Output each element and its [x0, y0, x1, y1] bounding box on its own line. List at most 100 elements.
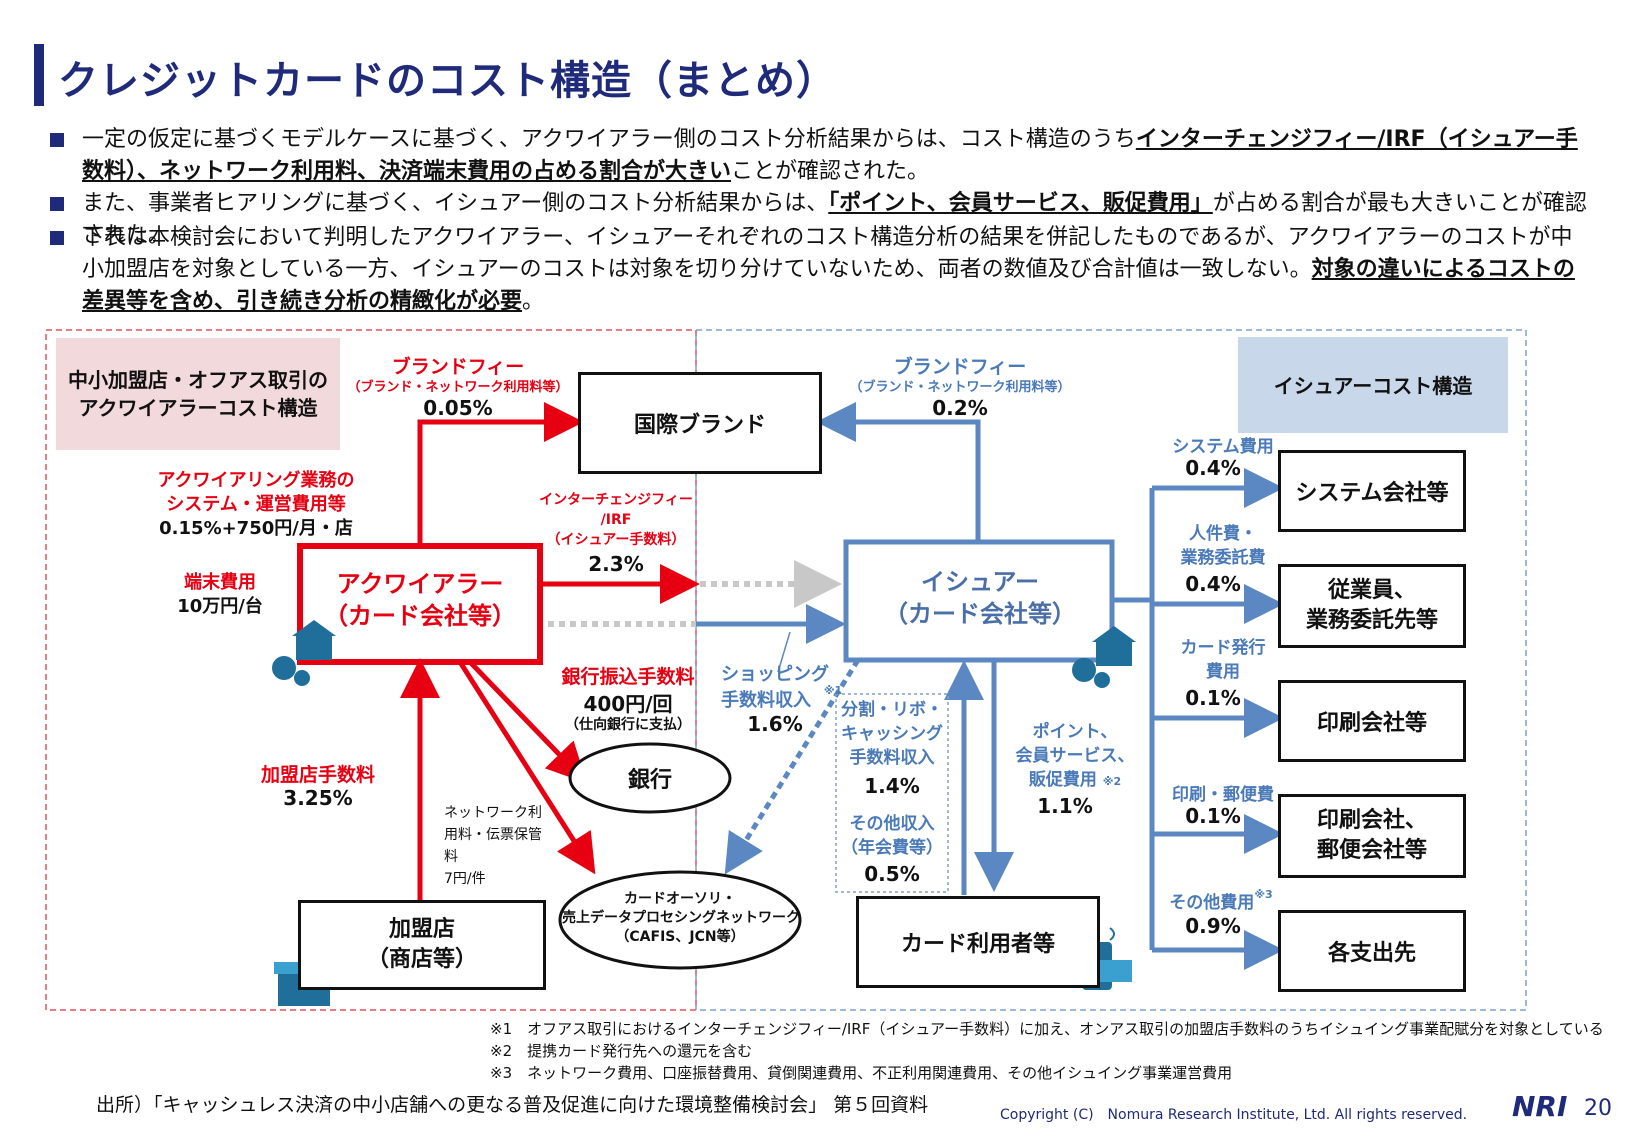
other-income-line2: （年会費等） [841, 838, 943, 858]
brand-fee-right-sub: （ブランド・ネットワーク利用料等） [849, 380, 1071, 395]
issuer-panel [695, 329, 1527, 1011]
card-issue-value: 0.1% [1185, 686, 1241, 710]
brand-fee-right-label: ブランドフィー [893, 356, 1027, 378]
bullet-3-tail: 。 [522, 289, 545, 314]
bullet-1-emphasis: インターチェンジフィー/IRF（イシュアー手数料）、ネットワーク利用料、決済端末… [82, 127, 1578, 184]
printer-box: 印刷会社等 [1278, 680, 1466, 762]
acquirer-box [297, 543, 543, 665]
network-line1: カードオーソリ・ [624, 891, 736, 907]
network-ellipse [558, 870, 802, 970]
print-post-label: 印刷・郵便費 [1172, 785, 1274, 805]
merchant-name: 加盟店 [388, 917, 455, 942]
bank-fee-note: （仕向銀行に支払） [565, 717, 691, 733]
system-cost-value: 0.4% [1185, 456, 1241, 480]
shopping-value: 1.6% [747, 712, 803, 736]
cardholder-box: カード利用者等 [856, 896, 1100, 988]
card-issue-label: カード発行 費用 [1158, 636, 1288, 684]
brand-fee-right-value: 0.2% [932, 396, 988, 420]
footnote-1: ※1 オフアス取引におけるインターチェンジフィー/IRF（イシュアー手数料）に加… [490, 1020, 1604, 1038]
issuer-label: イシュアー （カード会社等） [850, 566, 1110, 630]
bullet-1-tail: ことが確認された。 [731, 159, 930, 184]
other-cost-note: ※3 [1254, 888, 1273, 901]
labor-line1: 人件費・ [1189, 524, 1257, 544]
bank-ellipse [568, 742, 732, 814]
bullet-square-icon [50, 231, 64, 245]
network-fee-arrow [457, 660, 596, 875]
shopping-leader [777, 631, 791, 673]
bullet-3-emphasis: 対象の違いによるコストの差異等を含め、引き続き分析の精緻化が必要 [82, 257, 1575, 314]
network-fee-label: ネットワーク利 用料・伝票保管 料 7円/件 [444, 802, 574, 890]
brand-fee-left-label: ブランドフィー [391, 356, 525, 378]
bullet-1: 一定の仮定に基づくモデルケースに基づく、アクワイアラー側のコスト分析結果からは、… [50, 124, 1590, 188]
interchange-value: 2.3% [588, 552, 644, 576]
merchant-box: 加盟店 （商店等） [298, 900, 546, 990]
merchant-sub: （商店等） [366, 947, 477, 972]
page-title: クレジットカードのコスト構造（まとめ） [58, 58, 837, 104]
labor-value: 0.4% [1185, 572, 1241, 596]
system-cost-label: システム費用 [1172, 437, 1274, 457]
brand-fee-left-arrow [417, 402, 584, 546]
shopping-note: ※1 [823, 684, 843, 697]
labor-label: 人件費・ 業務委託費 [1158, 522, 1288, 570]
points-line3: 販促費用 [1028, 770, 1097, 790]
shopping-label: ショッピング [721, 664, 829, 685]
revolving-label: 分割・リボ・ キャッシング 手数料収入 [836, 698, 948, 770]
card-issue-line2: 費用 [1206, 662, 1240, 682]
merchant-fee-label: 加盟店手数料 [260, 764, 375, 786]
system-company-box: システム会社等 [1278, 450, 1466, 532]
employees-box: 従業員、 業務委託先等 [1278, 564, 1466, 648]
labor-line2: 業務委託費 [1180, 548, 1266, 568]
revolving-line2: キャッシング [841, 724, 943, 744]
points-note: ※2 [1102, 775, 1122, 788]
page-number: 20 [1584, 1096, 1612, 1121]
network-line3: （CAFIS、JCN等） [615, 929, 745, 945]
revolving-line3: 手数料収入 [849, 748, 935, 768]
bullet-1-text: 一定の仮定に基づくモデルケースに基づく、アクワイアラー側のコスト分析結果からは、… [82, 127, 1136, 152]
acq-system-value: 0.15%+750円/月・店 [159, 518, 353, 539]
employees-line1: 従業員、 [1327, 578, 1416, 603]
network-fee-line1: ネットワーク利 [444, 805, 542, 821]
bullet-2-emphasis: 「ポイント、会員サービス、販促費用」 [828, 191, 1213, 216]
international-brand-box: 国際ブランド [578, 372, 822, 474]
bullet-3-text: 下表は本検討会において判明したアクワイアラー、イシュアーそれぞれのコスト構造分析… [82, 225, 1573, 282]
acquirer-label: アクワイアラー （カード会社等） [303, 568, 537, 632]
title-accent-bar [34, 44, 44, 106]
network-line2: 売上データプロセシングネットワーク [562, 910, 800, 926]
other-cost-label: その他費用※3 [1156, 888, 1286, 913]
network-fee-line2: 用料・伝票保管 [444, 827, 542, 843]
issuer-name: イシュアー [920, 568, 1040, 596]
printer-post-line2: 郵便会社等 [1316, 838, 1427, 863]
issuer-header: イシュアーコスト構造 [1273, 374, 1473, 398]
other-destination-box: 各支出先 [1278, 910, 1466, 992]
bullet-square-icon [50, 133, 64, 147]
acquirer-header: 中小加盟店・オフアス取引の アクワイアラーコスト構造 [60, 366, 336, 422]
acquirer-header-line1: 中小加盟店・オフアス取引の [68, 368, 328, 392]
bank-fee-value: 400円/回 [583, 692, 673, 716]
network-label: カードオーソリ・ 売上データプロセシングネットワーク （CAFIS、JCN等） [562, 890, 800, 947]
acquirer-sub: （カード会社等） [324, 602, 516, 630]
network-fee-line3: 料 [444, 849, 458, 865]
shopping-label2: 手数料収入 [721, 690, 811, 711]
bullet-2-tail: が占める割合が最も大きいことが確認された。 [82, 191, 1587, 248]
nri-logo: NRI [1512, 1090, 1568, 1123]
acq-system-label: アクワイアリング業務の [157, 470, 355, 491]
source-text: 出所）「キャッシュレス決済の中小店舗への更なる普及促進に向けた環境整備検討会」 … [96, 1094, 929, 1116]
bank-fee-arrow [468, 660, 587, 784]
network-fee-value: 7円/件 [444, 871, 486, 887]
bullet-square-icon [50, 197, 64, 211]
issuer-bank-gear-icon [1072, 626, 1136, 688]
brand-fee-right-arrow [816, 402, 981, 542]
acq-system-label2: システム・運営費用等 [166, 494, 346, 515]
interchange-label: インターチェンジフィー /IRF （イシュアー手数料） [536, 490, 696, 550]
acquirer-bank-gear-icon [272, 620, 336, 686]
interchange-line3: （イシュアー手数料） [546, 532, 686, 548]
printer-post-box: 印刷会社、 郵便会社等 [1278, 794, 1466, 878]
points-label: ポイント、 会員サービス、 販促費用 ※2 [1000, 720, 1150, 794]
card-issue-line1: カード発行 [1180, 638, 1266, 658]
acquirer-header-line2: アクワイアラーコスト構造 [78, 396, 318, 420]
other-cost-value: 0.9% [1185, 914, 1241, 938]
merchant-fee-value: 3.25% [283, 786, 353, 810]
revolving-value: 1.4% [864, 774, 920, 798]
brand-fee-left-value: 0.05% [423, 396, 493, 420]
